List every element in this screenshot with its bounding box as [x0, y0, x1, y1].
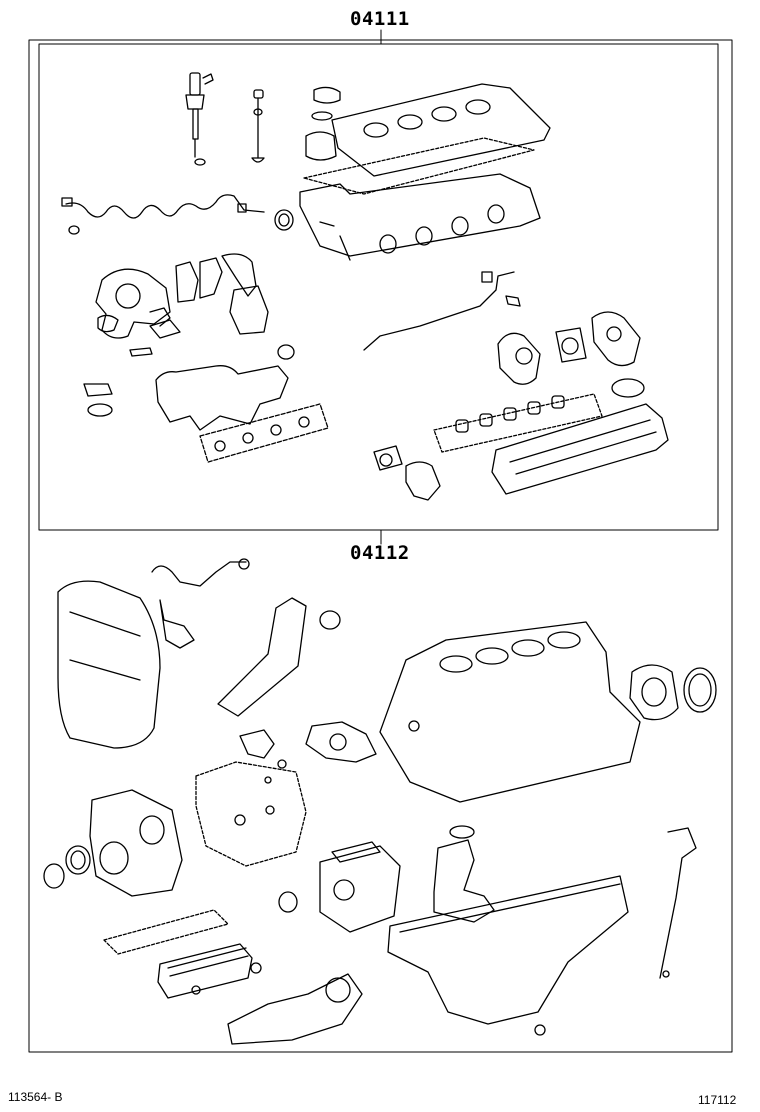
camshaft-seal — [274, 209, 294, 231]
egr-pipe — [151, 558, 250, 649]
intake-manifold-gasket — [433, 393, 603, 453]
water-bypass-pipe — [217, 597, 341, 717]
exhaust-pipe-gaskets — [129, 253, 269, 357]
turbocharger — [95, 268, 171, 339]
thermostat-housing — [497, 332, 541, 385]
injector — [185, 72, 214, 166]
front-oil-seals — [43, 845, 91, 889]
oil-cooler-gasket — [103, 909, 229, 955]
oil-filler-cap — [305, 86, 341, 161]
intake-gasket-small — [611, 378, 645, 398]
oil-cooler — [157, 943, 262, 999]
glow-plug-wire — [61, 194, 265, 235]
kit-upper-part-number: 04111 — [350, 8, 410, 30]
water-pump-gasket — [239, 729, 287, 784]
kit-lower-part-number: 04112 — [350, 542, 410, 564]
exhaust-manifold-gasket — [199, 403, 329, 463]
valve — [251, 89, 265, 163]
oil-filter-bracket — [227, 973, 363, 1045]
timing-case-gasket — [195, 761, 307, 867]
injection-pump — [319, 841, 401, 933]
small-gaskets-left — [83, 383, 113, 417]
cylinder-head — [299, 173, 541, 261]
timing-cover-upper — [57, 580, 161, 749]
rear-oil-seal — [683, 667, 717, 713]
cylinder-head-cover — [331, 83, 551, 177]
outer-frame — [28, 39, 733, 1053]
water-inlet — [405, 461, 441, 501]
oil-pipe — [363, 271, 521, 351]
water-pump — [305, 721, 377, 763]
rear-oil-seal-retainer — [629, 664, 679, 721]
cylinder-block — [379, 621, 641, 803]
water-outlet-gasket — [555, 327, 587, 363]
oil-dipstick-guide — [659, 827, 697, 979]
oil-pan — [387, 875, 629, 1025]
page-code: 117112 — [698, 1093, 737, 1107]
intake-manifold — [491, 403, 669, 495]
pump-o-ring — [278, 891, 298, 913]
oil-pan-drain-seal — [534, 1024, 546, 1036]
timing-case — [89, 789, 183, 897]
upper-kit-frame — [38, 43, 719, 531]
water-outlet — [591, 311, 641, 367]
turbo-small-seal — [277, 344, 295, 360]
egr-gasket — [373, 445, 403, 471]
exhaust-manifold — [155, 365, 289, 431]
illustration-code: 113564- B — [8, 1090, 63, 1104]
oil-strainer — [433, 825, 495, 923]
